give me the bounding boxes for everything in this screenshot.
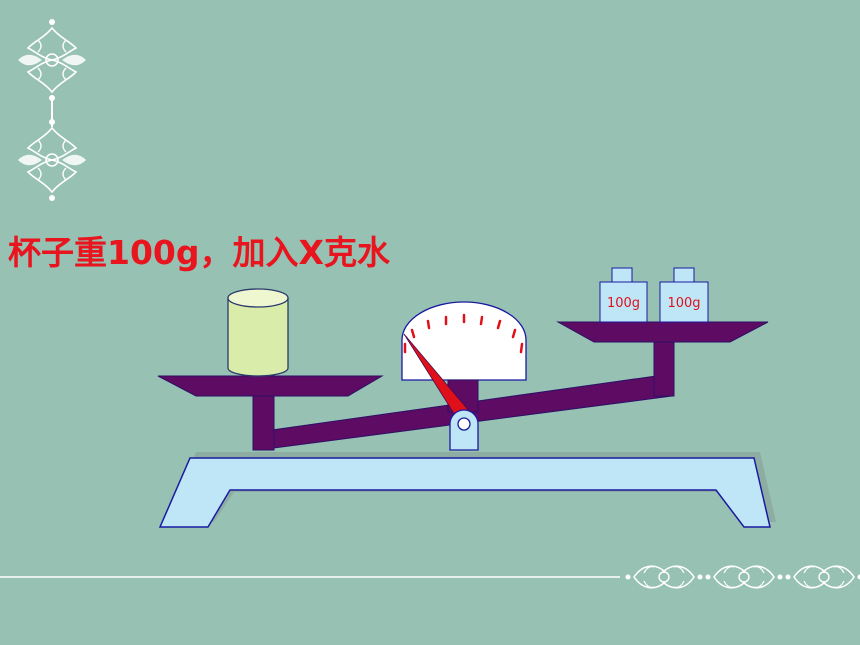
scale-base	[158, 452, 776, 528]
problem-caption: 杯子重100g，加入X克水	[8, 233, 390, 272]
right-pan-post	[653, 339, 675, 397]
floral-border-icon	[624, 565, 860, 589]
right-pan	[556, 321, 769, 343]
floral-ornament-icon	[17, 18, 87, 202]
left-pan	[157, 375, 384, 397]
left-pan-post	[252, 393, 275, 451]
weight-label: 100g	[607, 296, 640, 311]
weight-label: 100g	[667, 296, 700, 311]
weight-2: 100g	[659, 267, 709, 323]
dial-gauge	[401, 301, 527, 381]
weight-1: 100g	[599, 267, 648, 323]
pivot	[449, 409, 479, 451]
cup	[227, 288, 289, 377]
